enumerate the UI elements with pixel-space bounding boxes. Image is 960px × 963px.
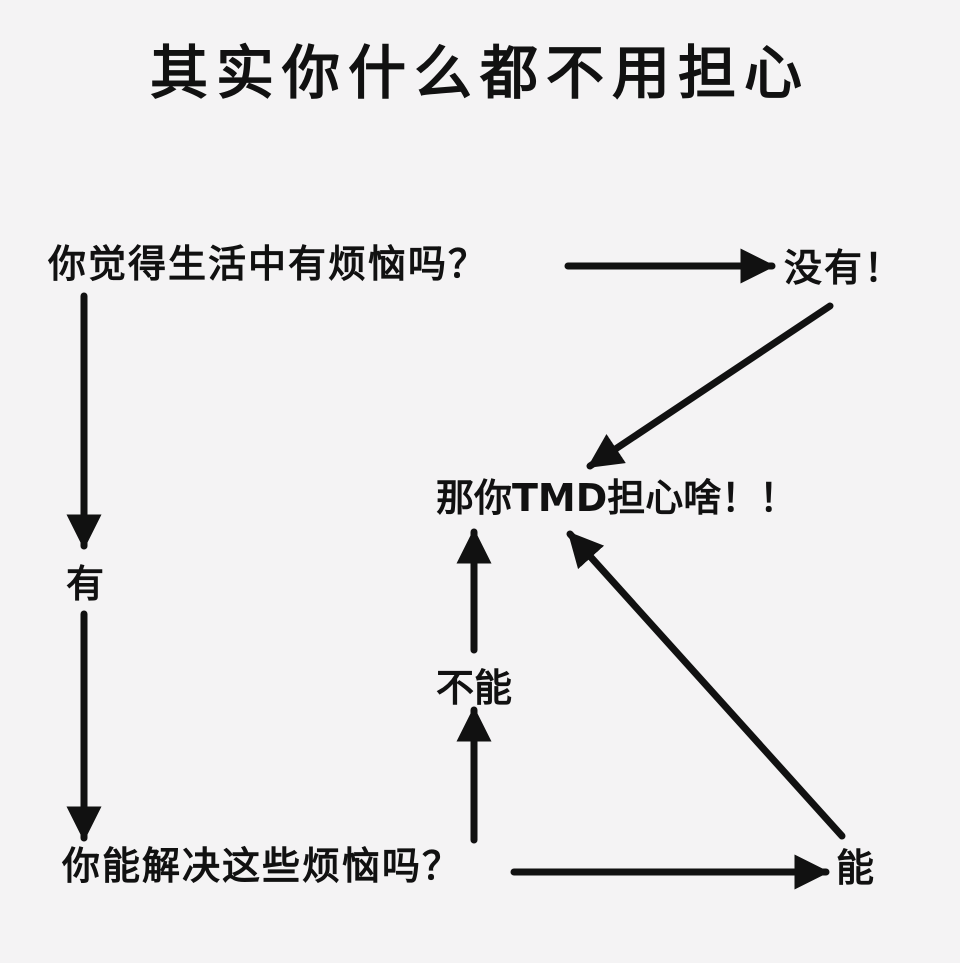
arrow-no-to-worry	[586, 302, 834, 470]
node-answer-yes: 有	[66, 562, 105, 606]
node-answer-no: 没有！	[784, 246, 905, 290]
arrow-can-to-worry	[566, 530, 846, 840]
node-answer-cannot: 不能	[436, 666, 513, 710]
node-question-troubles: 你觉得生活中有烦恼吗？	[48, 242, 489, 286]
node-answer-can: 能	[836, 846, 875, 890]
node-conclusion-why-worry: 那你TMD担心啥！！	[436, 476, 798, 520]
node-question-solve: 你能解决这些烦恼吗？	[62, 844, 463, 888]
diagram-title: 其实你什么都不用担心	[149, 39, 810, 107]
